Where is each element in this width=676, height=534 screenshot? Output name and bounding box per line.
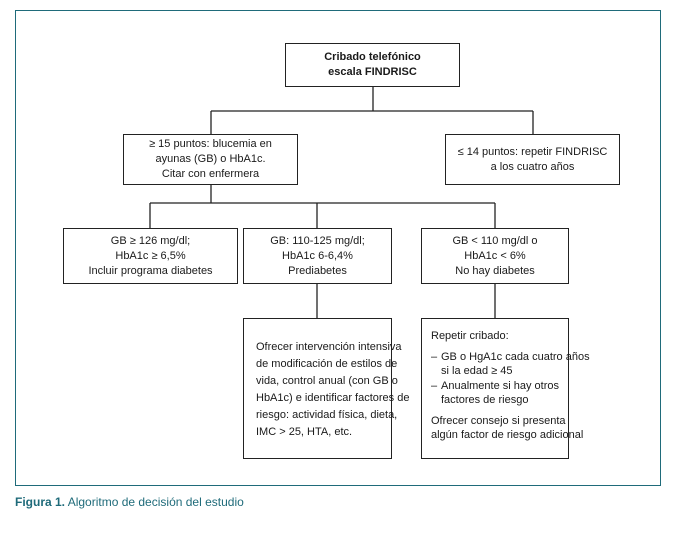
node-repeat-bullet: Anualmente si hay otros factores de ries… xyxy=(431,379,590,408)
node-prediabetes: GB: 110-125 mg/dl; HbA1c 6-6,4% Prediabe… xyxy=(243,228,392,284)
node-no-diabetes-line: No hay diabetes xyxy=(455,264,535,277)
node-root-line: Cribado telefónico xyxy=(324,51,421,63)
node-repeat: Repetir cribado: GB o HgA1c cada cuatro … xyxy=(421,318,590,459)
figure-caption-text: Algoritmo de decisión del estudio xyxy=(67,495,244,509)
figure-frame xyxy=(15,10,661,486)
node-prediabetes-line: GB: 110-125 mg/dl; xyxy=(270,234,365,247)
node-intervention-line: Ofrecer intervención intensiva xyxy=(256,341,402,353)
node-repeat-bullet-line: factores de riesgo xyxy=(441,394,529,406)
node-high-score: ≥ 15 puntos: blucemia en ayunas (GB) o H… xyxy=(123,134,298,185)
node-repeat-bullets: GB o HgA1c cada cuatro años si la edad ≥… xyxy=(431,350,590,408)
node-intervention-line: riesgo: actividad física, dieta, xyxy=(256,409,398,421)
node-repeat-footer-line: algún factor de riesgo adicional xyxy=(431,429,584,441)
node-intervention-line: de modificación de estilos de xyxy=(256,358,398,370)
node-high-score-line: ≥ 15 puntos: blucemia en xyxy=(149,138,272,150)
node-root-line: escala FINDRISC xyxy=(328,66,417,78)
figure-caption: Figura 1. Algoritmo de decisión del estu… xyxy=(15,495,244,509)
node-repeat-title: Repetir cribado: xyxy=(431,330,509,342)
node-root: Cribado telefónico escala FINDRISC xyxy=(285,43,460,87)
node-no-diabetes: GB < 110 mg/dl o HbA1c < 6% No hay diabe… xyxy=(421,228,569,284)
node-repeat-bullet-line: si la edad ≥ 45 xyxy=(441,365,513,377)
node-repeat-bullet-line: Anualmente si hay otros xyxy=(441,379,560,392)
node-prediabetes-line: HbA1c 6-6,4% xyxy=(282,249,353,262)
node-high-score-line: ayunas (GB) o HbA1c. xyxy=(155,153,266,165)
node-repeat-bullet-line: GB o HgA1c cada cuatro años xyxy=(441,350,590,363)
node-intervention: Ofrecer intervención intensiva de modifi… xyxy=(243,318,409,459)
node-low-score: ≤ 14 puntos: repetir FINDRISC a los cuat… xyxy=(445,134,620,185)
figure-caption-label: Figura 1. xyxy=(15,495,66,509)
node-no-diabetes-line: HbA1c < 6% xyxy=(464,249,526,262)
node-intervention-line: HbA1c) e identificar factores de xyxy=(256,392,410,404)
node-diabetes-line: GB ≥ 126 mg/dl; xyxy=(110,234,191,247)
node-intervention-line: vida, control anual (con GB o xyxy=(256,375,398,387)
node-repeat-footer-line: Ofrecer consejo si presenta xyxy=(431,414,566,427)
node-diabetes: GB ≥ 126 mg/dl; HbA1c ≥ 6,5% Incluir pro… xyxy=(63,228,238,284)
node-prediabetes-line: Prediabetes xyxy=(288,264,347,277)
node-repeat-bullet: GB o HgA1c cada cuatro años si la edad ≥… xyxy=(431,350,590,379)
node-low-score-line: a los cuatro años xyxy=(490,160,575,173)
node-intervention-line: IMC > 25, HTA, etc. xyxy=(256,426,353,438)
node-low-score-line: ≤ 14 puntos: repetir FINDRISC xyxy=(457,145,608,158)
node-diabetes-line: HbA1c ≥ 6,5% xyxy=(115,249,186,262)
node-no-diabetes-line: GB < 110 mg/dl o xyxy=(452,234,538,247)
node-diabetes-line: Incluir programa diabetes xyxy=(88,264,213,277)
node-high-score-line: Citar con enfermera xyxy=(161,168,260,180)
